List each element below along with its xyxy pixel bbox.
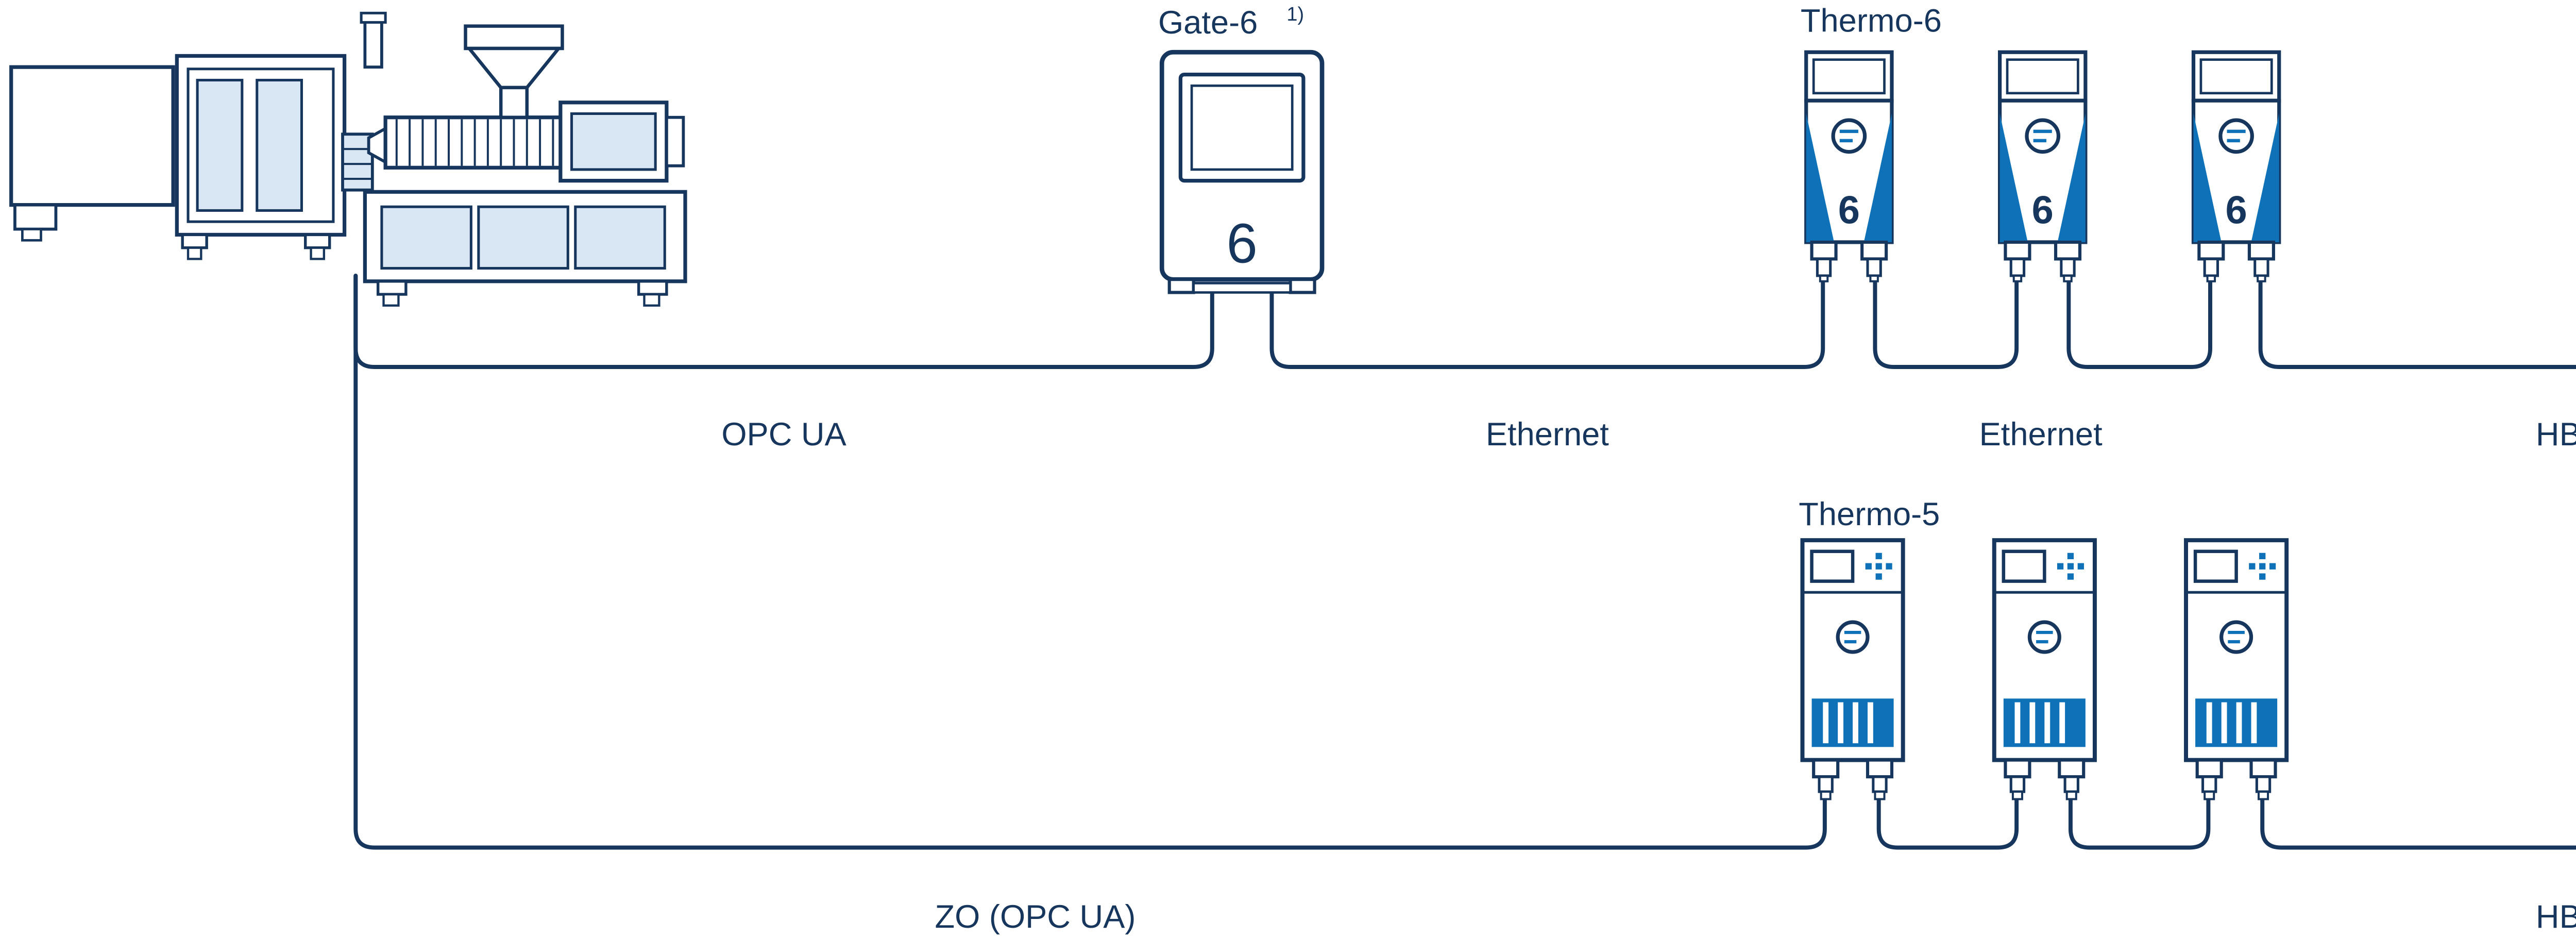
thermo-5-unit-2 <box>1994 540 2095 799</box>
thermo-6-unit-2 <box>2000 52 2086 281</box>
gate6-foot-right <box>1289 278 1316 294</box>
wire-thermo5-2-to-3 <box>2068 797 2211 850</box>
machine-frame-wheel-left <box>187 246 202 260</box>
connection-label-opc-ua: OPC UA <box>721 416 846 453</box>
wire-thermo5-to-flow5-hb <box>2260 797 2576 850</box>
wire-thermo6-1-to-2 <box>1873 279 2019 370</box>
machine-platen-left <box>196 78 244 212</box>
machine-base-foot-left <box>376 280 408 296</box>
machine-step <box>13 203 58 231</box>
machine-base-wheel-left <box>382 293 400 307</box>
machine-base-panel-3 <box>574 205 666 270</box>
wire-thermo6-to-flow5-hb <box>2258 279 2576 370</box>
wire-gate6-to-thermo6-ethernet <box>1269 279 1825 370</box>
machine-clamp-housing <box>9 65 175 207</box>
connection-wires <box>353 273 2576 850</box>
gate6-screen <box>1190 84 1294 171</box>
connection-label-ethernet-1: Ethernet <box>1486 416 1609 453</box>
machine-platen-right <box>256 78 303 212</box>
thermo-6-unit-1 <box>1806 52 1892 281</box>
gate6-base-bar <box>1192 282 1292 294</box>
machine-drive-end <box>665 115 685 168</box>
machine-signal-tower <box>363 19 383 69</box>
connection-label-hb-top: HB <box>2536 416 2576 453</box>
injection-molding-machine <box>9 11 687 307</box>
machine-foot <box>21 228 42 242</box>
connection-label-ethernet-2: Ethernet <box>1979 416 2103 453</box>
wire-machine-to-gate6-opcua <box>353 273 1214 370</box>
machine-hopper-funnel <box>465 46 563 90</box>
wire-machine-to-thermo5-zo <box>353 273 1827 850</box>
machine-base-foot-right <box>637 280 668 296</box>
machine-frame-foot-left <box>181 233 208 249</box>
gate-6-device: 6 <box>1159 49 1325 294</box>
machine-signal-tower-cap <box>360 11 387 24</box>
machine-hopper-neck <box>499 86 529 119</box>
thermo-5-unit-3 <box>2186 540 2286 799</box>
wire-thermo6-2-to-3 <box>2066 279 2212 370</box>
machine-base-panel-2 <box>477 205 569 270</box>
label-gate-6: Gate-6 <box>1158 5 1258 41</box>
connection-label-hb-bottom: HB <box>2536 899 2576 935</box>
gate6-screen-bezel <box>1178 72 1306 183</box>
label-gate-6-footnote: 1) <box>1286 4 1304 25</box>
thermo-5-unit-1 <box>1803 540 1903 799</box>
machine-frame-foot-right <box>304 233 331 249</box>
wire-thermo5-1-to-2 <box>1876 797 2019 850</box>
gate6-number: 6 <box>1226 212 1257 275</box>
machine-drive-panel <box>570 112 657 171</box>
label-thermo-6: Thermo-6 <box>1801 3 1942 39</box>
machine-clamp-frame-inner <box>187 68 335 223</box>
machine-base-wheel-right <box>643 293 660 307</box>
gate6-foot-left <box>1167 278 1195 294</box>
machine-hopper-lid <box>464 24 564 51</box>
connection-label-zo-opc-ua: ZO (OPC UA) <box>935 899 1136 935</box>
machine-base-panel-1 <box>380 205 472 270</box>
machine-frame-wheel-right <box>310 246 326 260</box>
machine-screw-ribs <box>395 119 554 166</box>
label-thermo-5: Thermo-5 <box>1799 496 1940 532</box>
thermo-6-unit-3 <box>2193 52 2279 281</box>
